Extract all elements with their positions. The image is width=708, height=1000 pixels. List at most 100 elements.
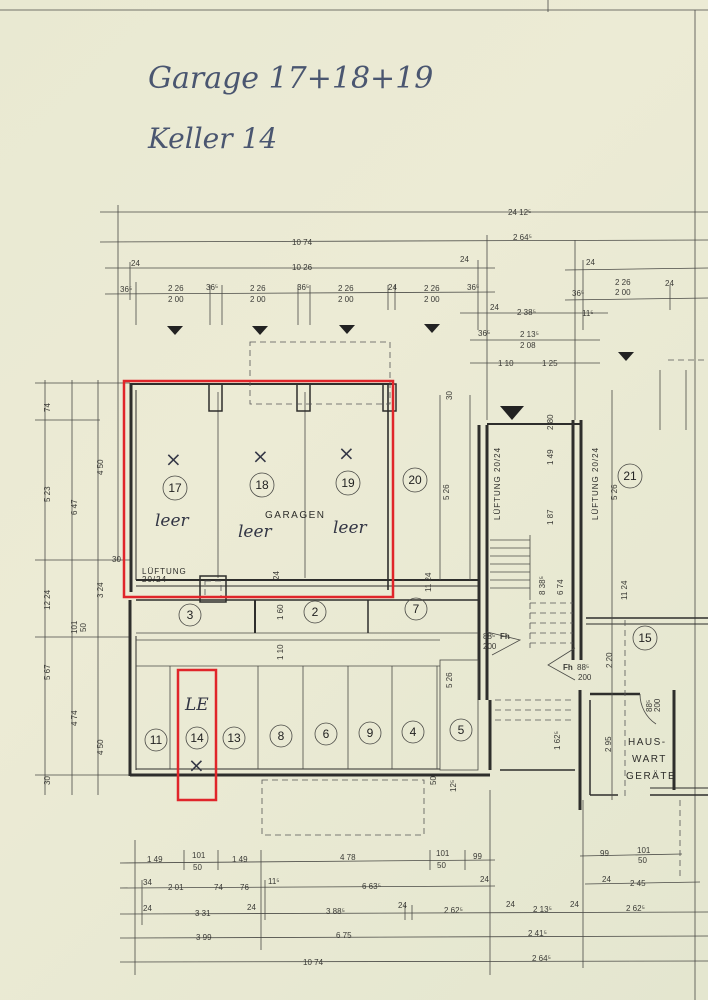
drawing-label: 1 60 (276, 604, 285, 620)
drawing-label: Fh (563, 663, 573, 672)
drawing-label: 74 (43, 403, 52, 412)
drawing-label: 1 49 (546, 449, 555, 465)
drawing-label: 99 (600, 849, 609, 858)
drawing-label: 2 13⁵ (520, 330, 539, 339)
drawing-mark (564, 297, 708, 301)
drawing-mark (617, 463, 643, 489)
drawing-mark (564, 267, 708, 271)
drawing-label: 2 00 (250, 295, 266, 304)
drawing-label: 15 (638, 631, 652, 645)
drawing-label: 50 (79, 623, 88, 632)
drawing-label: 88⁵ (483, 632, 495, 641)
drawing-label: 1 87 (546, 509, 555, 525)
drawing-mark (162, 475, 188, 501)
drawing-label: 24 (398, 901, 407, 910)
room-20: 20 (402, 467, 428, 493)
drawing-mark (632, 625, 658, 651)
drawing-mark (439, 659, 479, 771)
drawing-mark (119, 885, 496, 889)
drawing-label: 20 (408, 473, 422, 487)
drawing-label: 5 26 (442, 484, 451, 500)
drawing-label: 50 (429, 776, 438, 785)
drawing-label: 3 24 (96, 582, 105, 598)
label-geraete: GERÄTE (626, 770, 676, 782)
drawing-mark (639, 693, 657, 725)
room-2: 2 (303, 600, 327, 624)
drawing-label: 34 (143, 878, 152, 887)
drawing-label: 10 74 (303, 958, 324, 967)
drawing-label: 2 45 (630, 879, 646, 888)
room-4: 4 (401, 720, 425, 744)
drawing-label: 2 00 (338, 295, 354, 304)
drawing-label: 9 (367, 726, 374, 740)
inner-dimension-labels: 11 24 5 26 5 26 11 24 5 26 2 80 1 49 1 8… (272, 391, 629, 792)
drawing-label: 3 31 (195, 909, 211, 918)
drawing-label: 50 (638, 856, 647, 865)
drawing-label: 2 00 (615, 288, 631, 297)
drawing-label: 11 (150, 733, 163, 747)
drawing-mark (314, 722, 338, 746)
drawing-label: 2 38⁵ (517, 308, 536, 317)
stair-and-right-block (486, 359, 708, 880)
drawing-mark (104, 291, 496, 295)
drawing-label: 1 10 (498, 359, 514, 368)
drawing-label: 36⁵ (120, 285, 132, 294)
drawing-label: 11 24 (424, 572, 433, 592)
drawing-label: 24 (272, 571, 281, 580)
drawing-label: 24 (247, 903, 256, 912)
drawing-label: 6 63⁵ (362, 882, 381, 891)
drawing-mark (222, 726, 246, 750)
door-label-hauswart: 88⁵ 200 (645, 698, 662, 712)
drawing-mark (358, 721, 382, 745)
drawing-label: 30 (445, 391, 454, 400)
drawing-mark (404, 597, 428, 621)
drawing-label: 2 62⁵ (626, 904, 645, 913)
drawing-label: 1 49 (232, 855, 248, 864)
drawing-label: 18 (255, 478, 269, 492)
drawing-label: 101 (192, 851, 206, 860)
drawing-label: 5 23 (43, 486, 52, 502)
drawing-label: 17 (168, 481, 182, 495)
drawing-label: 5 (458, 723, 465, 737)
room-21: 21 (617, 463, 643, 489)
drawing-mark (500, 406, 524, 420)
drawing-label: 36⁵ (206, 283, 218, 292)
label-lueftung-stair: LÜFTUNG 20/24 (493, 447, 502, 520)
drawing-mark (144, 728, 168, 752)
drawing-label: 24 (480, 875, 489, 884)
handwritten-annotations: × × × leer leer leer LE × (155, 441, 368, 777)
drawing-label: 13 (227, 731, 241, 745)
drawing-mark (119, 960, 708, 963)
drawing-mark (178, 603, 202, 627)
drawing-mark (547, 647, 576, 681)
drawing-label: 5 67 (43, 664, 52, 680)
drawing-mark (261, 779, 425, 836)
drawing-mark (99, 239, 708, 243)
drawing-label: 1 10 (276, 644, 285, 660)
room-17: 17 (162, 475, 188, 501)
drawing-label: 24 (586, 258, 595, 267)
drawing-label: 88⁵ (577, 663, 589, 672)
drawing-label: 24 (570, 900, 579, 909)
drawing-label: 5 26 (445, 672, 454, 688)
drawing-label: 24 (602, 875, 611, 884)
drawing-mark (296, 383, 311, 412)
drawing-label: × (338, 441, 355, 465)
drawing-label: 5 26 (610, 484, 619, 500)
drawing-label: 2 64⁵ (513, 233, 532, 242)
drawing-label: 4 74 (70, 710, 79, 726)
drawing-label: 11⁵ (582, 309, 594, 318)
room-8: 8 (269, 724, 293, 748)
drawing-label: 2 (312, 605, 319, 619)
drawing-mark (303, 600, 327, 624)
drawing-mark (382, 383, 397, 412)
garage-walls (129, 341, 489, 700)
drawing-mark (490, 535, 531, 600)
drawing-label: 101 (436, 849, 450, 858)
drawing-label: 6 75 (336, 931, 352, 940)
drawing-mark (579, 853, 683, 857)
drawing-mark (424, 324, 440, 333)
drawing-label: leer (238, 522, 273, 542)
room-3: 3 (178, 603, 202, 627)
drawing-mark (249, 472, 275, 498)
